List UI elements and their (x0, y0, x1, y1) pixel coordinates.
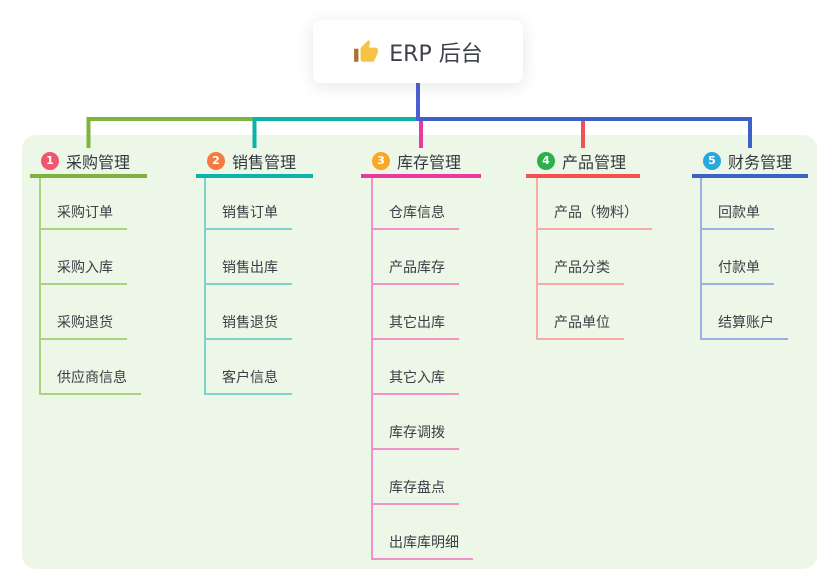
branch-number-badge: 2 (207, 152, 225, 170)
mindmap-node[interactable]: 产品（物料） (536, 202, 652, 230)
branch-topic-1[interactable]: 1 采购管理 (30, 148, 147, 178)
branch-topic-2[interactable]: 2 销售管理 (196, 148, 313, 178)
mindmap-node[interactable]: 回款单 (700, 202, 774, 230)
branch-topic-5[interactable]: 5 财务管理 (692, 148, 808, 178)
branch-topic-label: 财务管理 (728, 153, 793, 172)
thumbs-up-icon (354, 39, 379, 62)
mindmap-node[interactable]: 供应商信息 (39, 367, 141, 395)
mindmap-node[interactable]: 产品库存 (371, 257, 459, 285)
mindmap-node[interactable]: 采购订单 (39, 202, 127, 230)
mindmap-node[interactable]: 仓库信息 (371, 202, 459, 230)
mindmap-node[interactable]: 采购入库 (39, 257, 127, 285)
child-rail-line-1 (39, 178, 41, 395)
mindmap-node[interactable]: 库存调拨 (371, 422, 459, 450)
child-rail-line-3 (371, 178, 373, 560)
mindmap-node[interactable]: 产品单位 (536, 312, 624, 340)
trunk-segment-1 (86, 117, 257, 121)
trunk-segment-2 (252, 117, 420, 121)
branch-topic-label: 库存管理 (397, 153, 462, 172)
child-rail-line-2 (204, 178, 206, 395)
mindmap-node[interactable]: 结算账户 (700, 312, 788, 340)
branches-panel (22, 135, 817, 569)
branch-number-badge: 4 (537, 152, 555, 170)
mindmap-node[interactable]: 其它入库 (371, 367, 459, 395)
root-node-label: ERP 后台 (389, 41, 483, 67)
root-node-erp[interactable]: ERP 后台 (313, 20, 523, 83)
branch-topic-label: 产品管理 (562, 153, 627, 172)
branch-topic-label: 销售管理 (232, 153, 297, 172)
child-rail-line-5 (700, 178, 702, 340)
mindmap-node[interactable]: 销售退货 (204, 312, 292, 340)
mindmap-node[interactable]: 库存盘点 (371, 477, 459, 505)
branch-number-badge: 1 (41, 152, 59, 170)
mindmap-node[interactable]: 其它出库 (371, 312, 459, 340)
mindmap-node[interactable]: 付款单 (700, 257, 774, 285)
branch-topic-label: 采购管理 (66, 153, 131, 172)
branch-topic-3[interactable]: 3 库存管理 (361, 148, 481, 178)
mindmap-node[interactable]: 产品分类 (536, 257, 624, 285)
branch-topic-4[interactable]: 4 产品管理 (526, 148, 640, 178)
mindmap-node[interactable]: 销售出库 (204, 257, 292, 285)
branch-number-badge: 5 (703, 152, 721, 170)
mindmap-node[interactable]: 客户信息 (204, 367, 292, 395)
mindmap-node[interactable]: 销售订单 (204, 202, 292, 230)
mindmap-node[interactable]: 出库库明细 (371, 532, 473, 560)
mindmap-node[interactable]: 采购退货 (39, 312, 127, 340)
trunk-segment-5 (416, 117, 752, 121)
child-rail-line-4 (536, 178, 538, 340)
root-connector-line (416, 83, 420, 121)
branch-number-badge: 3 (372, 152, 390, 170)
